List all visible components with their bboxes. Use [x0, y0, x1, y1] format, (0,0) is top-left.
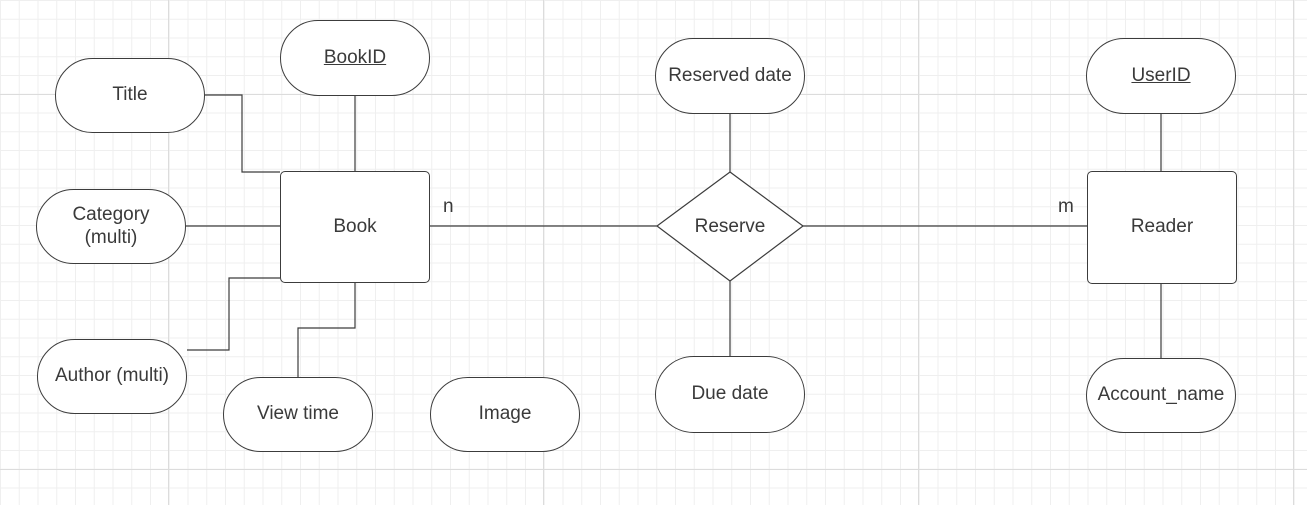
attribute-reserved-date[interactable]: Reserved date — [655, 38, 805, 114]
attribute-category[interactable]: Category (multi) — [36, 189, 186, 264]
entity-book[interactable]: Book — [280, 171, 430, 283]
cardinality-book-side-label: n — [443, 196, 454, 217]
entity-reader[interactable]: Reader — [1087, 171, 1237, 284]
connector-book-viewtime — [297, 283, 356, 377]
cardinality-book-side: n — [443, 196, 454, 218]
attribute-title-label: Title — [112, 84, 148, 106]
attribute-due-date[interactable]: Due date — [655, 356, 805, 433]
attribute-author-label: Author (multi) — [54, 365, 170, 387]
attribute-bookid-label: BookID — [323, 46, 387, 68]
attribute-viewtime-label: View time — [256, 403, 339, 425]
cardinality-reader-side: m — [1058, 196, 1074, 218]
attribute-account-name-label: Account_name — [1097, 384, 1225, 406]
cardinality-reader-side-label: m — [1058, 196, 1074, 217]
attribute-bookid[interactable]: BookID — [280, 20, 430, 96]
attribute-viewtime[interactable]: View time — [223, 377, 373, 452]
attribute-author[interactable]: Author (multi) — [37, 339, 187, 414]
connector-title-book — [205, 94, 280, 173]
entity-book-label: Book — [333, 215, 377, 237]
attribute-reserved-date-label: Reserved date — [668, 64, 792, 86]
attribute-userid[interactable]: UserID — [1086, 38, 1236, 114]
attribute-image-label: Image — [478, 403, 532, 425]
attribute-due-date-label: Due date — [691, 383, 769, 405]
relationship-reserve-label-box[interactable]: Reserve — [657, 172, 803, 281]
attribute-image[interactable]: Image — [430, 377, 580, 452]
relationship-reserve-label: Reserve — [694, 215, 766, 237]
attribute-userid-label: UserID — [1131, 64, 1191, 86]
entity-reader-label: Reader — [1130, 216, 1194, 238]
connector-author-book — [187, 277, 280, 351]
relationship-reserve-diamond — [655, 171, 805, 282]
attribute-title[interactable]: Title — [55, 58, 205, 133]
attribute-category-label: Category (multi) — [72, 203, 150, 248]
attribute-account-name[interactable]: Account_name — [1086, 358, 1236, 433]
